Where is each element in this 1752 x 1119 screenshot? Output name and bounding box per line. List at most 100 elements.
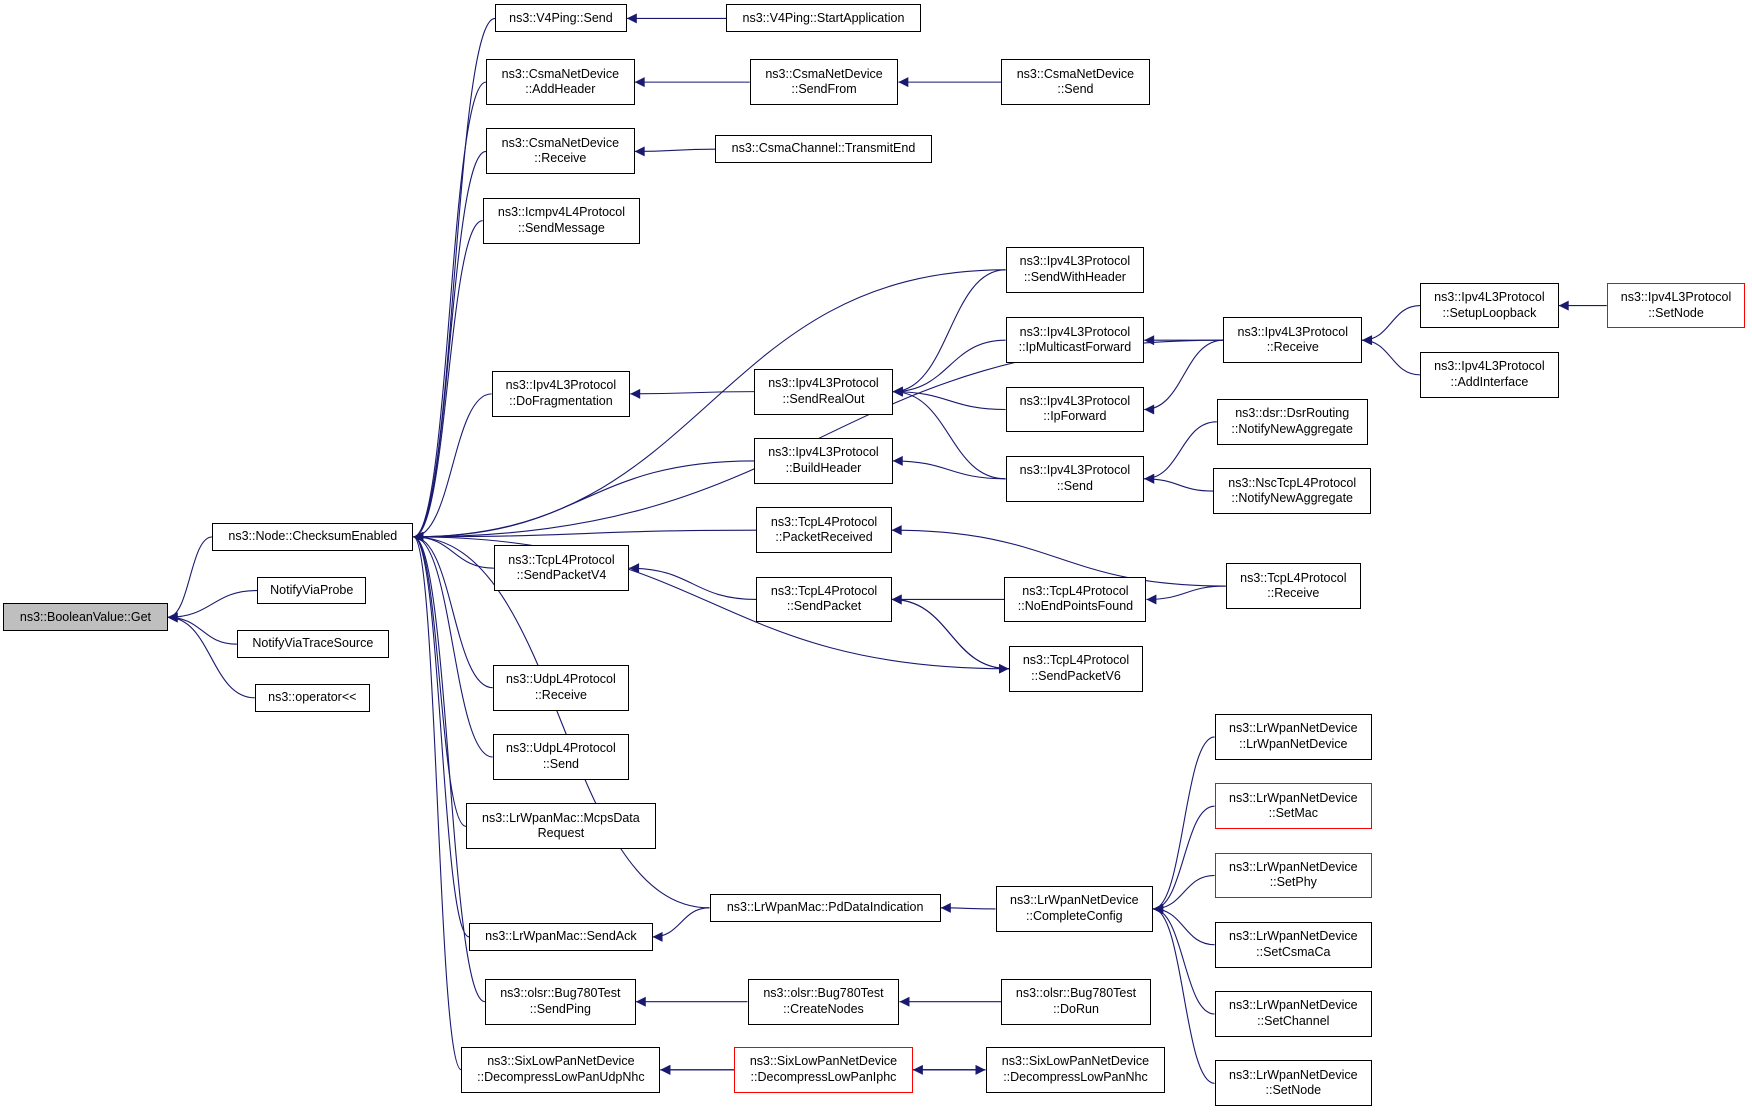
node-probe[interactable]: NotifyViaProbe [256, 576, 367, 605]
edge-ip-sro-to-ip-frag [630, 388, 755, 399]
node-label: ns3::LrWpanNetDevice [1229, 998, 1358, 1013]
node-label: ::SendFrom [791, 82, 857, 97]
node-ip-recv[interactable]: ns3::Ipv4L3Protocol::Receive [1223, 317, 1363, 364]
edge-lr-mcps-to-checksum [413, 531, 467, 827]
node-ip-setnode[interactable]: ns3::Ipv4L3Protocol::SetNode [1606, 282, 1746, 329]
node-label: ::SendMessage [518, 220, 605, 235]
edge-ip-bh-to-checksum [413, 460, 755, 542]
edge-tcp-sp-to-tcp-spv6 [891, 598, 1009, 674]
edge-ip-frag-to-checksum [413, 393, 492, 542]
node-label: ns3::olsr::Bug780Test [1015, 986, 1137, 1001]
edge-udp-send-to-checksum [413, 531, 493, 758]
edge-ip-mcast-to-ip-sro [892, 339, 1006, 397]
node-ip-swh[interactable]: ns3::Ipv4L3Protocol::SendWithHeader [1005, 246, 1145, 293]
node-label: ns3::dsr::DsrRouting [1235, 406, 1350, 421]
node-olsr-run[interactable]: ns3::olsr::Bug780Test::DoRun [1001, 978, 1151, 1025]
edge-csma-recv-to-checksum [413, 150, 487, 542]
node-udp-send[interactable]: ns3::UdpL4Protocol::Send [492, 734, 630, 780]
node-lr-node[interactable]: ns3::LrWpanNetDevice::SetNode [1214, 1060, 1373, 1107]
node-ip-loop[interactable]: ns3::Ipv4L3Protocol::SetupLoopback [1420, 282, 1559, 329]
node-lr-csma[interactable]: ns3::LrWpanNetDevice::SetCsmaCa [1214, 921, 1373, 968]
node-label: ns3::TcpL4Protocol [770, 514, 878, 529]
node-ip-addif[interactable]: ns3::Ipv4L3Protocol::AddInterface [1420, 351, 1559, 398]
node-ip-frag[interactable]: ns3::Ipv4L3Protocol::DoFragmentation [491, 370, 631, 417]
edge-csma-add-to-checksum [413, 81, 487, 542]
edge-lr-dev-to-lr-cc [1153, 736, 1215, 914]
node-lr-setmac[interactable]: ns3::LrWpanNetDevice::SetMac [1214, 783, 1373, 830]
node-icmp[interactable]: ns3::Icmpv4L4Protocol::SendMessage [482, 197, 641, 244]
node-tcp-nep[interactable]: ns3::TcpL4Protocol::NoEndPointsFound [1004, 576, 1147, 623]
node-label: ns3::Ipv4L3Protocol [505, 378, 617, 393]
node-label: ns3::Icmpv4L4Protocol [497, 205, 626, 220]
node-lr-pd[interactable]: ns3::LrWpanMac::PdDataIndication [709, 893, 941, 922]
node-tcp-recv[interactable]: ns3::TcpL4Protocol::Receive [1225, 563, 1361, 609]
node-tcp-sp[interactable]: ns3::TcpL4Protocol::SendPacket [756, 576, 892, 623]
node-label: ns3::V4Ping::Send [509, 10, 613, 25]
node-olsr-cn[interactable]: ns3::olsr::Bug780Test::CreateNodes [747, 978, 900, 1025]
node-label: ns3::Ipv4L3Protocol [1019, 254, 1131, 269]
node-tcp-spv4[interactable]: ns3::TcpL4Protocol::SendPacketV4 [493, 545, 630, 592]
node-v4send[interactable]: ns3::V4Ping::Send [494, 4, 627, 33]
node-label: NotifyViaTraceSource [252, 636, 374, 651]
node-checksum[interactable]: ns3::Node::ChecksumEnabled [212, 522, 414, 551]
node-csma-recv[interactable]: ns3::CsmaNetDevice::Receive [486, 128, 635, 175]
node-udp-recv[interactable]: ns3::UdpL4Protocol::Receive [492, 664, 630, 711]
node-label: ns3::Ipv4L3Protocol [1620, 290, 1732, 305]
node-nsc[interactable]: ns3::NscTcpL4Protocol::NotifyNewAggregat… [1213, 468, 1371, 514]
node-ip-send[interactable]: ns3::Ipv4L3Protocol::Send [1005, 455, 1145, 502]
node-label: ::LrWpanNetDevice [1239, 736, 1348, 751]
node-label: ::SendPacketV4 [516, 568, 607, 583]
node-label: ::CreateNodes [783, 1001, 864, 1016]
node-label: ns3::operator<< [268, 690, 357, 705]
node-label: ns3::UdpL4Protocol [506, 672, 616, 687]
node-label: ::SetPhy [1269, 875, 1317, 890]
node-tcp-pr[interactable]: ns3::TcpL4Protocol::PacketReceived [756, 507, 892, 554]
edge-ip-send-to-ip-bh [892, 455, 1006, 480]
node-csma-add[interactable]: ns3::CsmaNetDevice::AddHeader [486, 59, 635, 106]
node-lr-chan[interactable]: ns3::LrWpanNetDevice::SetChannel [1214, 991, 1373, 1037]
node-lr-setphy[interactable]: ns3::LrWpanNetDevice::SetPhy [1214, 852, 1373, 899]
node-label: ns3::LrWpanNetDevice [1010, 893, 1139, 908]
node-label: ::CompleteConfig [1026, 908, 1123, 923]
node-lr-cc[interactable]: ns3::LrWpanNetDevice::CompleteConfig [995, 886, 1154, 932]
edge-csma-tx-to-csma-recv [634, 146, 716, 157]
edge-checksum-to-bv-get [167, 536, 213, 623]
edge-ip-loop-to-ip-recv [1362, 305, 1421, 346]
node-label: ::AddHeader [525, 82, 596, 97]
node-ip-sro[interactable]: ns3::Ipv4L3Protocol::SendRealOut [754, 368, 893, 415]
node-dsr[interactable]: ns3::dsr::DsrRouting::NotifyNewAggregate [1216, 398, 1368, 445]
node-label: ::PacketReceived [775, 530, 873, 545]
node-lr-dev[interactable]: ns3::LrWpanNetDevice::LrWpanNetDevice [1214, 713, 1373, 760]
node-label: ::Receive [534, 151, 587, 166]
node-csma-sendfrom[interactable]: ns3::CsmaNetDevice::SendFrom [749, 59, 899, 106]
edge-trace-to-bv-get [167, 612, 237, 645]
node-csma-send[interactable]: ns3::CsmaNetDevice::Send [1001, 59, 1150, 106]
node-trace[interactable]: NotifyViaTraceSource [236, 630, 389, 659]
node-csma-tx[interactable]: ns3::CsmaChannel::TransmitEnd [715, 135, 932, 164]
node-label: ns3::Ipv4L3Protocol [1019, 324, 1131, 339]
node-label: ::DecompressLowPanUdpNhc [477, 1069, 645, 1084]
node-label: ns3::Ipv4L3Protocol [1019, 463, 1131, 478]
node-lr-ack[interactable]: ns3::LrWpanMac::SendAck [469, 922, 653, 951]
node-v4start[interactable]: ns3::V4Ping::StartApplication [726, 4, 921, 33]
node-label: ::SendPacketV6 [1031, 668, 1121, 683]
node-six-iphc[interactable]: ns3::SixLowPanNetDevice::DecompressLowPa… [734, 1046, 913, 1093]
node-label: ns3::BooleanValue::Get [19, 609, 152, 624]
node-olsr-ping[interactable]: ns3::olsr::Bug780Test::SendPing [484, 978, 636, 1025]
node-label: ::SendPacket [786, 599, 862, 614]
node-label: ::SendWithHeader [1023, 269, 1126, 284]
node-ip-fwd[interactable]: ns3::Ipv4L3Protocol::IpForward [1005, 386, 1145, 433]
edge-probe-to-bv-get [167, 589, 257, 623]
node-ip-bh[interactable]: ns3::Ipv4L3Protocol::BuildHeader [754, 438, 893, 484]
node-label: ns3::TcpL4Protocol [770, 583, 878, 598]
node-label: ns3::SixLowPanNetDevice [749, 1054, 898, 1069]
node-bv-get: ns3::BooleanValue::Get [3, 603, 168, 632]
node-six-udp[interactable]: ns3::SixLowPanNetDevice::DecompressLowPa… [461, 1046, 661, 1093]
node-ip-mcast[interactable]: ns3::Ipv4L3Protocol::IpMulticastForward [1005, 317, 1145, 364]
node-label: ::IpForward [1043, 409, 1107, 424]
node-oplt[interactable]: ns3::operator<< [254, 683, 370, 712]
node-six-nhc[interactable]: ns3::SixLowPanNetDevice::DecompressLowPa… [985, 1046, 1166, 1093]
node-tcp-spv6[interactable]: ns3::TcpL4Protocol::SendPacketV6 [1008, 645, 1144, 692]
